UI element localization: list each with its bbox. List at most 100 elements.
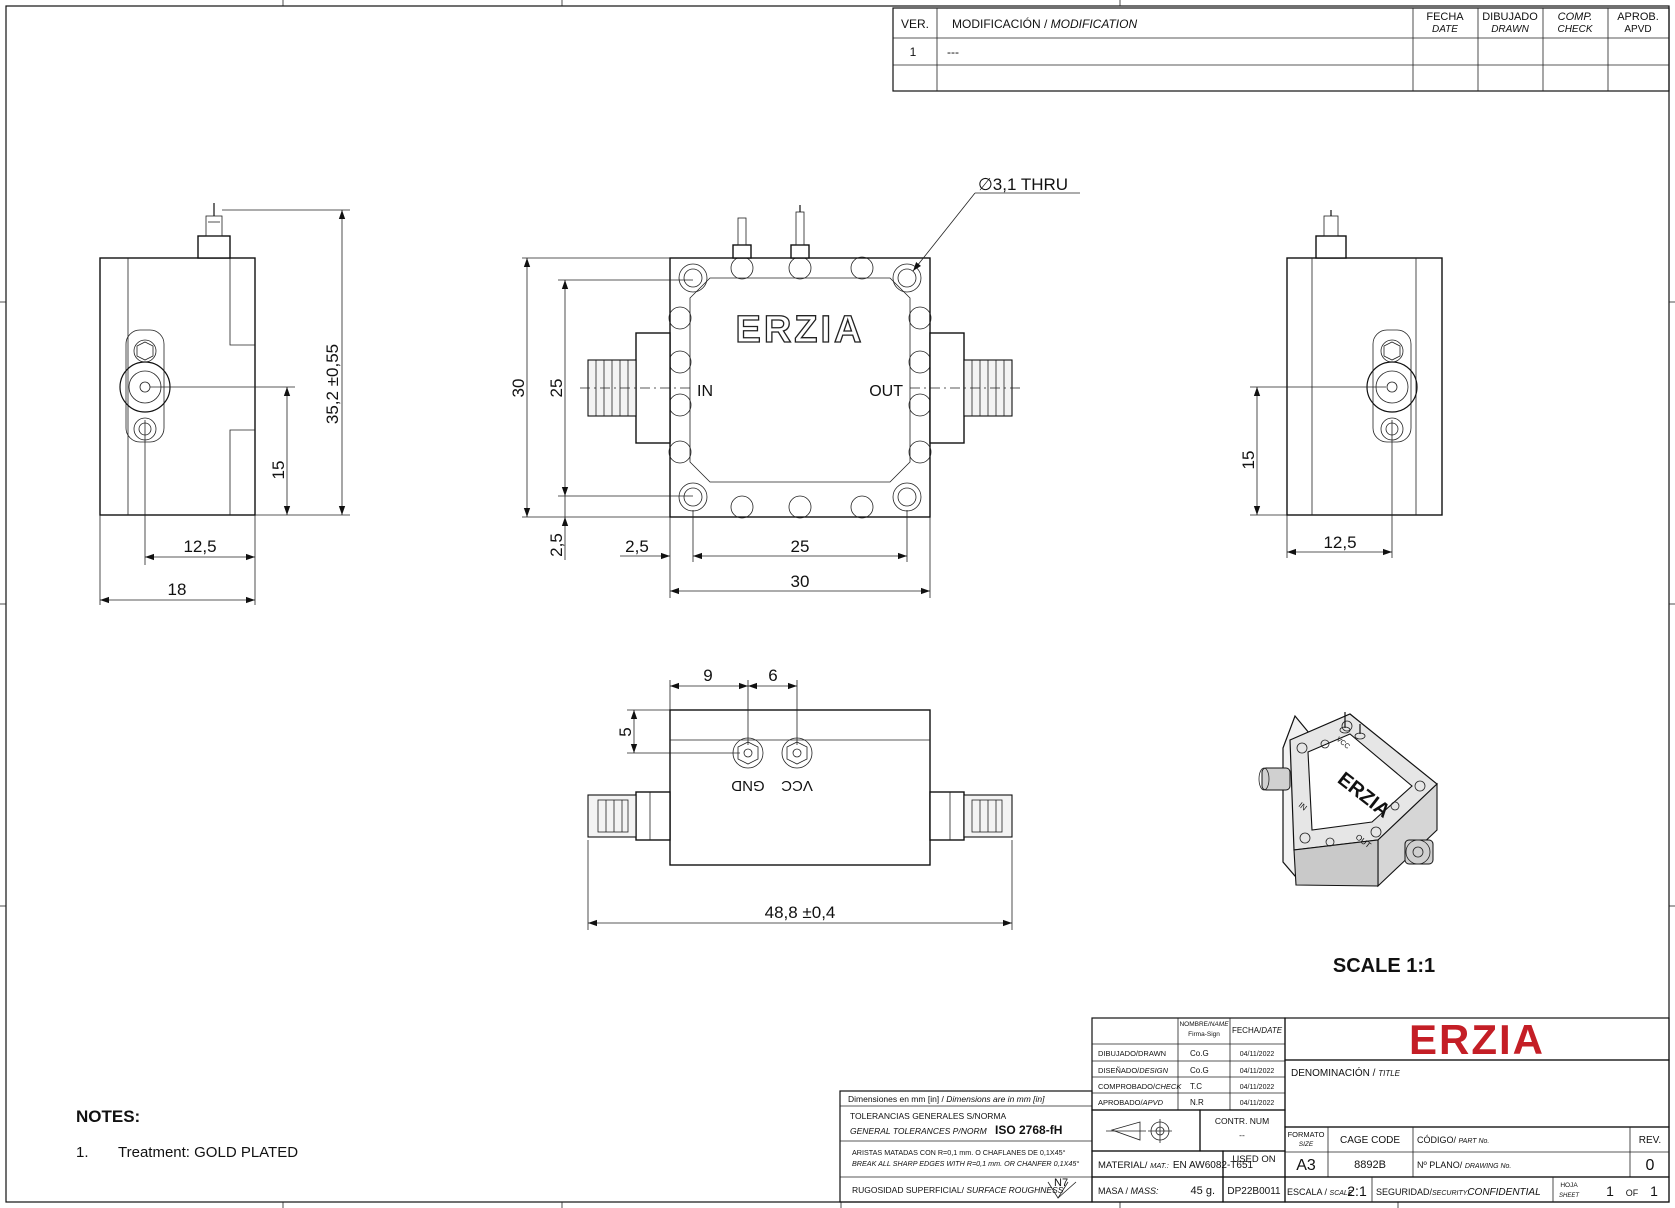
isometric-view: ERZIA IN OUT VCC xyxy=(1258,712,1438,888)
sign-row-check-name: T.C xyxy=(1190,1082,1202,1091)
used-on-label: USED ON xyxy=(1232,1154,1275,1165)
dim-left-15: 15 xyxy=(269,461,288,480)
contr-num-value: -- xyxy=(1239,1130,1245,1140)
hole-callout: ∅3,1 THRU xyxy=(978,175,1068,194)
tolerances-es: TOLERANCIAS GENERALES S/NORMA xyxy=(850,1111,1007,1121)
dim-front-25-height: 25 xyxy=(547,379,566,398)
notes: NOTES: 1. Treatment: GOLD PLATED xyxy=(76,1107,298,1161)
part-number-label: CÓDIGO/ PART No. xyxy=(1417,1135,1489,1145)
sign-row-apvd-name: N.R xyxy=(1190,1098,1204,1107)
title-block-logo: ERZIA xyxy=(1409,1016,1545,1063)
cage-code-value: 8892B xyxy=(1354,1159,1386,1171)
sign-row-check-date: 04/11/2022 xyxy=(1240,1084,1275,1091)
sign-row-design-name: Co.G xyxy=(1190,1066,1209,1075)
format-value: A3 xyxy=(1296,1157,1316,1174)
sma-connector-in xyxy=(580,332,690,444)
sign-row-drawn-name: Co.G xyxy=(1190,1049,1209,1058)
security-value: CONFIDENTIAL xyxy=(1467,1187,1540,1198)
dim-bottom-length: 48,8 ±0,4 xyxy=(765,903,836,922)
part-brand-engraving: ERZIA xyxy=(736,309,865,351)
contr-num-label: CONTR. NUM xyxy=(1215,1116,1269,1126)
dim-right-12-5: 12,5 xyxy=(1323,533,1356,552)
roughness-value: N7 xyxy=(1054,1177,1068,1189)
dims-note: Dimensiones en mm [in] / Dimensions are … xyxy=(848,1094,1045,1104)
format-label-en: SIZE xyxy=(1299,1141,1314,1148)
port-in-label: IN xyxy=(697,383,713,400)
revision-table: VER. MODIFICACIÓN / MODIFICATION FECHA D… xyxy=(892,7,1670,92)
dim-front-2-5-left: 2,5 xyxy=(625,537,649,556)
sign-header-firma: Firma-Sign xyxy=(1188,1031,1220,1038)
sheet-label-en: SHEET xyxy=(1559,1193,1580,1199)
scale-value: 2:1 xyxy=(1347,1183,1367,1199)
dim-front-2-5-bottom: 2,5 xyxy=(547,533,566,557)
mass-label: MASA / MASS: xyxy=(1098,1186,1159,1196)
rev-header-check-en: CHECK xyxy=(1557,24,1593,35)
rev-header-ver: VER. xyxy=(901,17,929,31)
rev-header-date-en: DATE xyxy=(1432,24,1458,35)
sma-connector-out xyxy=(910,332,1020,444)
projection-symbol xyxy=(1106,1119,1172,1143)
rev-row-mod: --- xyxy=(947,45,959,59)
dim-front-30-width: 30 xyxy=(791,572,810,591)
cage-code-label: CAGE CODE xyxy=(1340,1135,1400,1146)
sign-row-apvd-role: APROBADO/APVD xyxy=(1098,1098,1164,1107)
scale-note: SCALE 1:1 xyxy=(1333,955,1435,977)
rev-label: REV. xyxy=(1639,1135,1661,1146)
iso-screws xyxy=(1296,720,1426,847)
rev-row-ver: 1 xyxy=(910,45,917,59)
rev-header-date-es: FECHA xyxy=(1426,11,1464,23)
rev-header-drawn-es: DIBUJADO xyxy=(1482,11,1538,23)
sma-connector-left-bottom xyxy=(587,791,671,841)
port-out-label: OUT xyxy=(869,383,903,400)
sign-row-design-role: DISEÑADO/DESIGN xyxy=(1098,1066,1169,1075)
dim-front-25-width: 25 xyxy=(791,537,810,556)
sign-row-design-date: 04/11/2022 xyxy=(1240,1068,1275,1075)
gnd-label: GND xyxy=(731,777,765,794)
sheet-label-es: HOJA xyxy=(1560,1182,1578,1189)
dim-bottom-5: 5 xyxy=(616,727,635,736)
sheet-total: 1 xyxy=(1650,1183,1658,1199)
dim-left-height: 35,2 ±0,55 xyxy=(323,344,342,424)
tolerances-en: GENERAL TOLERANCES P/NORM xyxy=(850,1126,988,1136)
sign-header-date: FECHA/DATE xyxy=(1232,1026,1283,1035)
sma-connector-right-bottom xyxy=(929,791,1013,841)
mass-value: 45 g. xyxy=(1191,1185,1215,1197)
tolerance-standard: ISO 2768-fH xyxy=(995,1123,1062,1137)
sign-row-apvd-date: 04/11/2022 xyxy=(1240,1100,1275,1107)
security-label: SEGURIDAD/SECURITY: xyxy=(1376,1187,1469,1197)
sign-row-drawn-date: 04/11/2022 xyxy=(1240,1051,1275,1058)
right-side-view: 15 12,5 xyxy=(1239,210,1443,558)
rev-header-apvd-es: APROB. xyxy=(1617,11,1659,23)
dim-right-15: 15 xyxy=(1239,451,1258,470)
rev-header-apvd-en: APVD xyxy=(1624,24,1651,35)
format-label-es: FORMATO xyxy=(1288,1130,1325,1139)
dim-front-30-height: 30 xyxy=(509,379,528,398)
left-side-view: 35,2 ±0,55 15 12,5 18 xyxy=(99,203,350,605)
dim-left-18: 18 xyxy=(168,580,187,599)
edges-note-en: BREAK ALL SHARP EDGES WITH R=0,1 mm. OR … xyxy=(852,1159,1079,1168)
rev-value: 0 xyxy=(1646,1157,1655,1174)
sign-row-drawn-role: DIBUJADO/DRAWN xyxy=(1098,1049,1166,1058)
drawing-number-label: Nº PLANO/ DRAWING No. xyxy=(1417,1160,1511,1170)
title-label: DENOMINACIÓN / TITLE xyxy=(1291,1066,1401,1079)
rev-header-drawn-en: DRAWN xyxy=(1491,24,1529,35)
rev-header-check-es: COMP. xyxy=(1558,11,1593,23)
edges-note-es: ARISTAS MATADAS CON R=0,1 mm. O CHAFLANE… xyxy=(852,1148,1066,1157)
dim-left-12-5: 12,5 xyxy=(183,537,216,556)
bottom-view: GND VCC 9 6 5 48,8 ±0,4 xyxy=(587,666,1013,930)
part-reference: DP22B0011 xyxy=(1227,1186,1281,1197)
sign-header-name: NOMBRE/NAME xyxy=(1179,1021,1229,1028)
rev-header-modification: MODIFICACIÓN / MODIFICATION xyxy=(952,16,1137,31)
roughness-label: RUGOSIDAD SUPERFICIAL/ SURFACE ROUGHNESS xyxy=(852,1185,1064,1195)
note-number: 1. xyxy=(76,1144,89,1161)
sheet-value: 1 xyxy=(1606,1183,1614,1199)
vcc-label: VCC xyxy=(781,777,813,794)
material-field: MATERIAL/ MAT.:EN AW6082-T651 xyxy=(1098,1160,1254,1171)
front-view: ERZIA IN OUT ∅3,1 THRU 30 25 2,5 2,5 25 … xyxy=(509,175,1080,598)
dc-pins-top xyxy=(732,205,810,259)
title-block: Dimensiones en mm [in] / Dimensions are … xyxy=(839,1016,1670,1203)
sign-row-check-role: COMPROBADO/CHECK xyxy=(1098,1082,1182,1091)
note-text: Treatment: GOLD PLATED xyxy=(118,1144,298,1161)
